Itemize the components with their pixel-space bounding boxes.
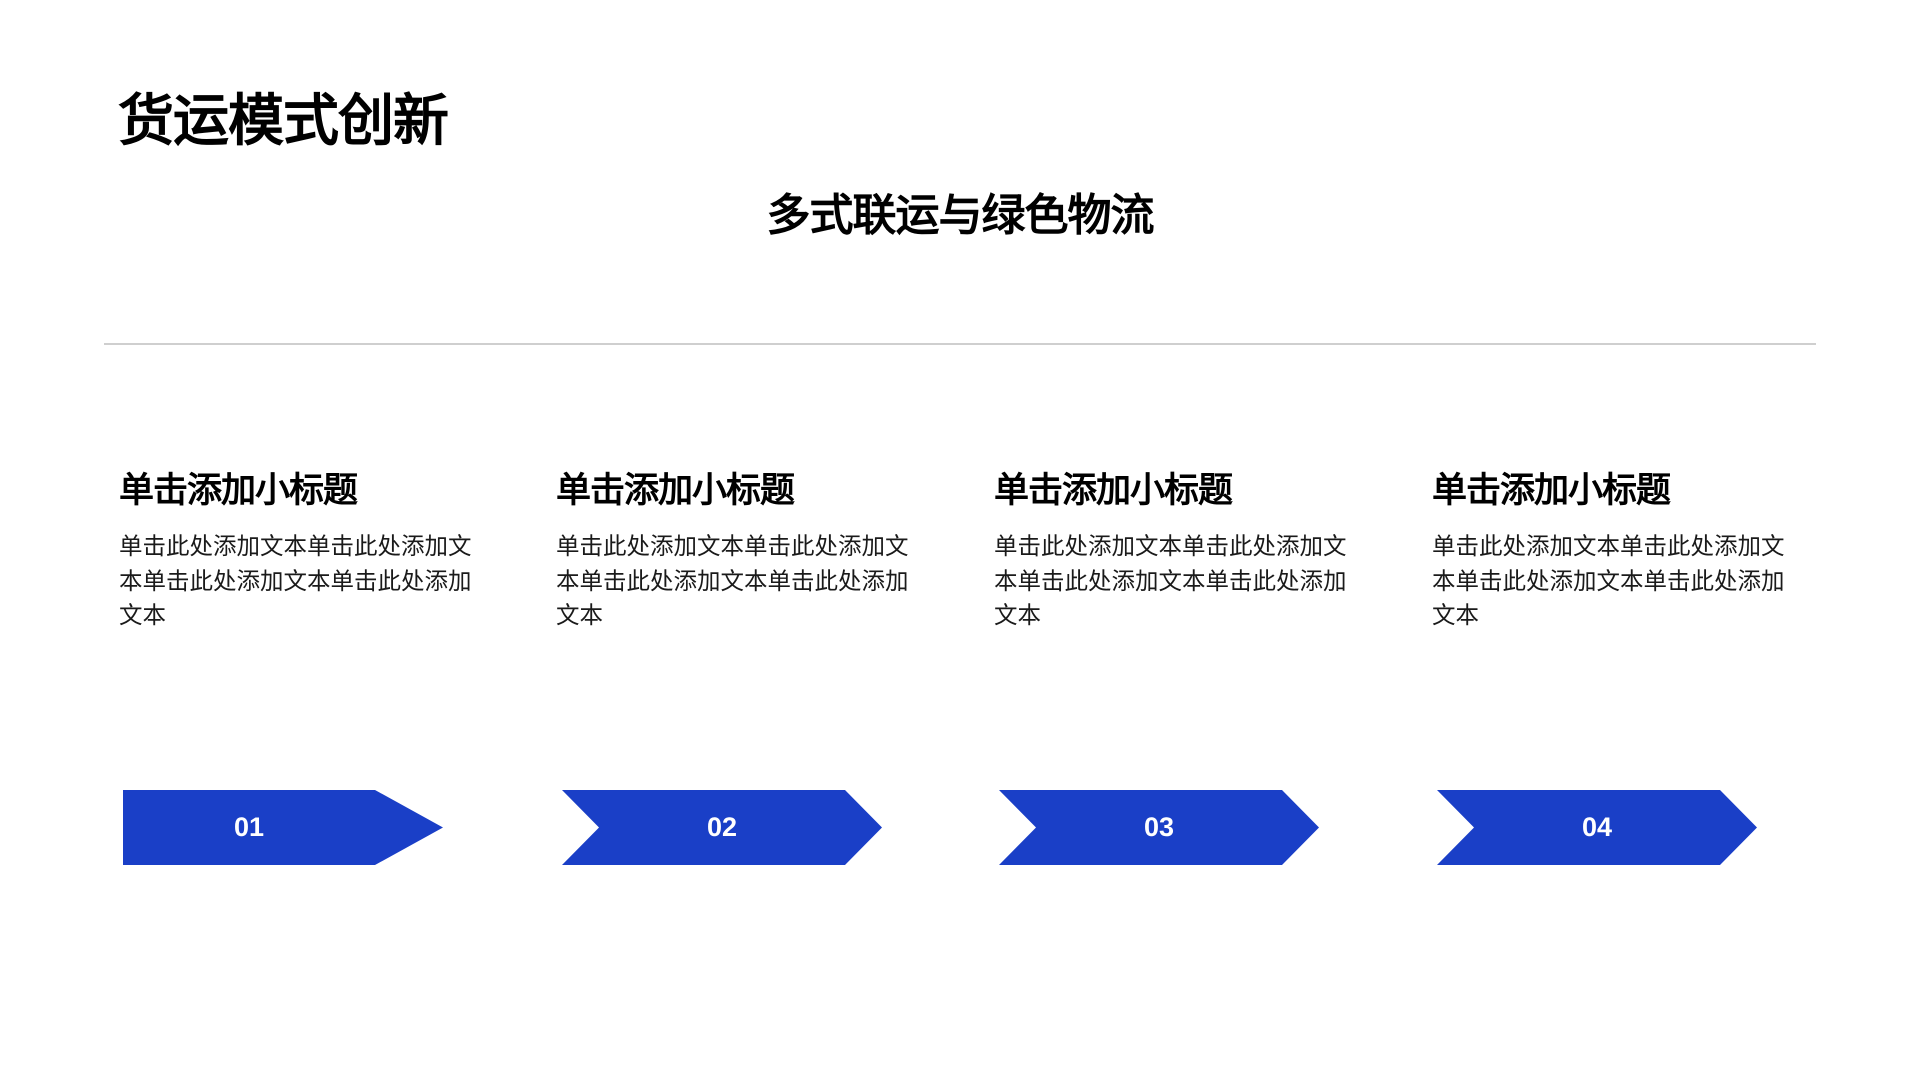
step-body-text[interactable]: 单击此处添加文本单击此处添加文本单击此处添加文本单击此处添加文本: [1432, 532, 1785, 629]
step-number: 03: [1143, 812, 1175, 842]
step-heading[interactable]: 单击添加小标题: [119, 471, 358, 511]
step-arrow-3[interactable]: 03: [999, 790, 1319, 865]
step-body-text[interactable]: 单击此处添加文本单击此处添加文本单击此处添加文本单击此处添加文本: [119, 532, 472, 629]
step-column-4: 单击添加小标题 单击此处添加文本单击此处添加文本单击此处添加文本单击此处添加文本: [1432, 466, 1807, 633]
divider-line: [104, 343, 1816, 345]
step-heading[interactable]: 单击添加小标题: [556, 471, 795, 511]
step-heading[interactable]: 单击添加小标题: [994, 471, 1233, 511]
step-number: 04: [1581, 812, 1613, 842]
step-column-3: 单击添加小标题 单击此处添加文本单击此处添加文本单击此处添加文本单击此处添加文本: [994, 466, 1369, 633]
step-arrow-4[interactable]: 04: [1437, 790, 1757, 865]
step-column-2: 单击添加小标题 单击此处添加文本单击此处添加文本单击此处添加文本单击此处添加文本: [556, 466, 931, 633]
step-column-1: 单击添加小标题 单击此处添加文本单击此处添加文本单击此处添加文本单击此处添加文本: [119, 466, 494, 633]
step-body-text[interactable]: 单击此处添加文本单击此处添加文本单击此处添加文本单击此处添加文本: [994, 532, 1347, 629]
step-arrow-2[interactable]: 02: [562, 790, 882, 865]
slide-subtitle[interactable]: 多式联运与绿色物流: [766, 190, 1155, 241]
chevron-arrow-icon: [1437, 790, 1757, 865]
step-arrow-1[interactable]: 01: [123, 790, 443, 865]
step-number: 01: [233, 812, 265, 842]
step-number: 02: [706, 812, 738, 842]
step-heading[interactable]: 单击添加小标题: [1432, 471, 1671, 511]
chevron-arrow-icon: [999, 790, 1319, 865]
chevron-arrow-icon: [562, 790, 882, 865]
pentagon-arrow-icon: [123, 790, 443, 865]
step-body-text[interactable]: 单击此处添加文本单击此处添加文本单击此处添加文本单击此处添加文本: [556, 532, 909, 629]
slide-title[interactable]: 货运模式创新: [118, 89, 449, 154]
